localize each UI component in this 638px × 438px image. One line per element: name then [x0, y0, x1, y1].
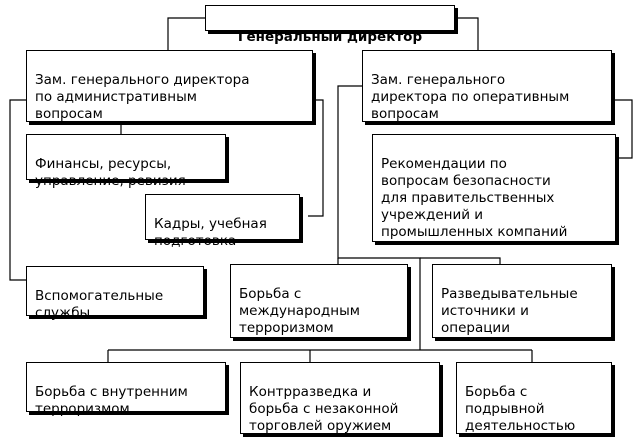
director-label: Генеральный директор [237, 29, 423, 45]
finance-label: Финансы, ресурсы, управление, ревизия [35, 156, 186, 189]
personnel-box: Кадры, учебная подготовка [145, 194, 300, 249]
connector-director [167, 17, 205, 50]
director-box: Генеральный директор [205, 5, 455, 45]
finance-box: Финансы, ресурсы, управление, ревизия [26, 134, 226, 189]
connector-director-right [455, 17, 479, 50]
subversion-box: Борьба с подрывной деятельностью [456, 362, 612, 434]
intl-terror-box: Борьба с международным терроризмом [230, 264, 408, 338]
connector-admin-personnel [308, 99, 324, 217]
intl-terror-label: Борьба с международным терроризмом [239, 286, 360, 336]
connector-admin-auxiliary [9, 99, 26, 281]
security-recs-label: Рекомендации по вопросам безопасности дл… [381, 156, 568, 240]
auxiliary-box: Вспомогательные службы [26, 266, 204, 321]
deputy-ops-label: Зам. генерального директора по оперативн… [371, 72, 570, 122]
deputy-admin-label: Зам. генерального директора по администр… [35, 72, 250, 122]
connector-ops-security [612, 99, 633, 159]
personnel-label: Кадры, учебная подготовка [154, 216, 267, 249]
subversion-label: Борьба с подрывной деятельностью [465, 384, 576, 434]
deputy-admin-box: Зам. генерального директора по администр… [26, 50, 313, 122]
auxiliary-label: Вспомогательные службы [35, 288, 164, 321]
intelligence-label: Разведывательные источники и операции [441, 286, 578, 336]
counterintel-label: Контрразведка и борьба с незаконной торг… [249, 384, 399, 434]
domestic-terror-box: Борьба с внутренним терроризмом [26, 362, 226, 417]
intelligence-box: Разведывательные источники и операции [432, 264, 612, 338]
deputy-ops-box: Зам. генерального директора по оперативн… [362, 50, 612, 122]
security-recs-box: Рекомендации по вопросам безопасности дл… [372, 134, 616, 242]
domestic-terror-label: Борьба с внутренним терроризмом [35, 384, 188, 417]
counterintel-box: Контрразведка и борьба с незаконной торг… [240, 362, 440, 434]
